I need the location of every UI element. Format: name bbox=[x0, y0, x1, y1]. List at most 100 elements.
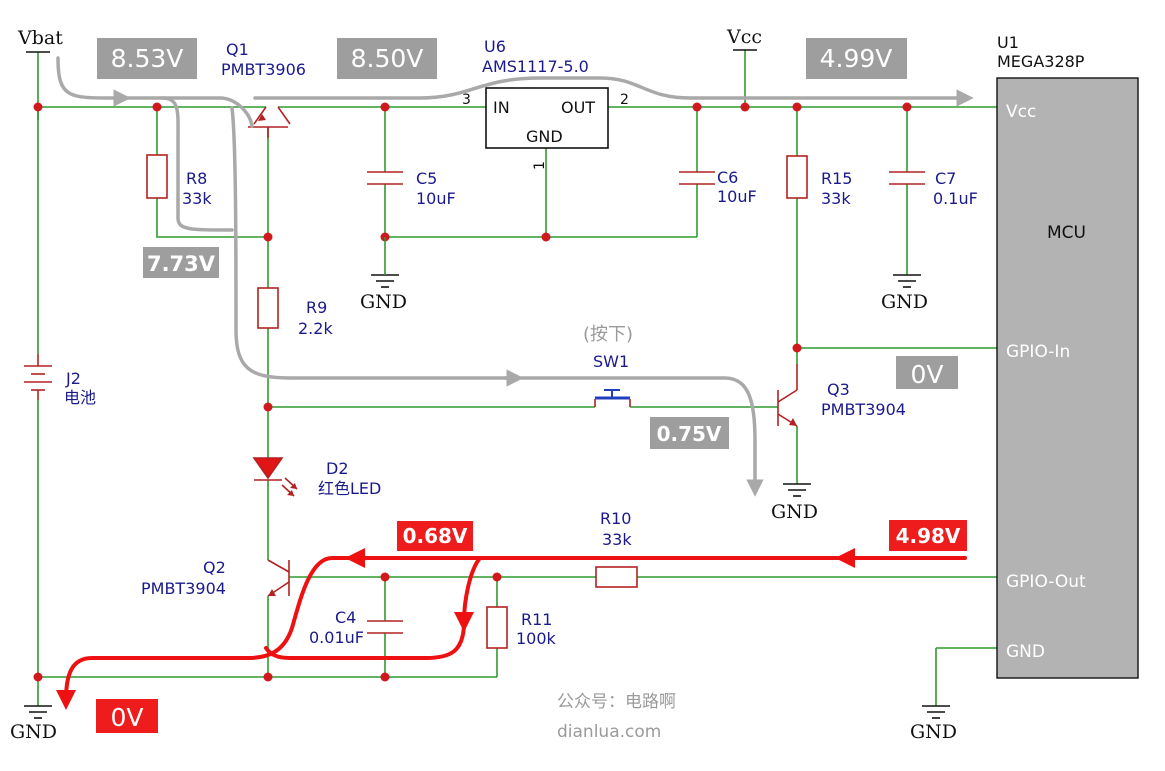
c5-value: 10uF bbox=[416, 189, 456, 208]
transistor-q1: Q1 PMBT3906 bbox=[221, 40, 306, 138]
u1-part: MEGA328P bbox=[997, 52, 1085, 71]
ground-symbol-c5: GND bbox=[360, 237, 407, 313]
capacitor-c7: C7 0.1uF bbox=[889, 169, 978, 208]
gnd-label: GND bbox=[910, 721, 957, 743]
u6-ref: U6 bbox=[484, 37, 506, 56]
resistor-r11: R11 100k bbox=[486, 606, 557, 649]
regulator-u6: IN OUT GND 3 2 1 U6 AMS1117-5.0 bbox=[462, 37, 629, 170]
r8-value: 33k bbox=[182, 189, 212, 208]
u1-ref: U1 bbox=[997, 33, 1019, 52]
resistor-r9: R9 2.2k bbox=[257, 287, 333, 338]
svg-text:8.53V: 8.53V bbox=[111, 44, 184, 73]
pin-gpio-out: GPIO-Out bbox=[1006, 572, 1086, 592]
u6-part: AMS1117-5.0 bbox=[482, 57, 589, 76]
j2-value: 电池 bbox=[64, 388, 96, 407]
c4-ref: C4 bbox=[335, 608, 356, 627]
q1-ref: Q1 bbox=[226, 40, 249, 59]
pin-vcc: Vcc bbox=[1006, 102, 1036, 122]
ground-symbol-left: GND bbox=[10, 705, 57, 743]
c4-value: 0.01uF bbox=[309, 628, 364, 647]
u6-pin-out: OUT bbox=[561, 98, 595, 117]
vbat-label: Vbat bbox=[17, 27, 63, 49]
r9-value: 2.2k bbox=[298, 319, 333, 338]
flow-arrows-red bbox=[56, 548, 967, 710]
capacitor-c6: C6 10uF bbox=[679, 168, 757, 206]
gnd-label: GND bbox=[10, 721, 57, 743]
j2-ref: J2 bbox=[65, 369, 81, 388]
mcu-label: MCU bbox=[1047, 223, 1086, 243]
voltage-badge-ground: 0V bbox=[96, 699, 158, 733]
svg-text:0.75V: 0.75V bbox=[657, 422, 722, 446]
c6-ref: C6 bbox=[717, 168, 738, 187]
q2-part: PMBT3904 bbox=[141, 579, 226, 598]
ground-symbol-mcu: GND bbox=[910, 705, 957, 743]
svg-text:0.68V: 0.68V bbox=[403, 524, 468, 548]
voltage-badge-q3-base: 0.75V bbox=[650, 417, 729, 449]
voltage-badge-gpio-in: 0V bbox=[896, 356, 958, 389]
transistor-q2: Q2 PMBT3904 bbox=[141, 558, 290, 598]
u6-pin-in: IN bbox=[493, 98, 510, 117]
c6-value: 10uF bbox=[717, 187, 757, 206]
voltage-badge-q1-base: 7.73V bbox=[143, 247, 219, 278]
c5-ref: C5 bbox=[416, 169, 437, 188]
pin-gpio-in: GPIO-In bbox=[1006, 342, 1070, 362]
r11-ref: R11 bbox=[521, 610, 552, 629]
vbat-rail: Vbat bbox=[17, 27, 63, 53]
u6-pin-gnd: GND bbox=[526, 127, 563, 146]
voltage-badge-vbat: 8.53V bbox=[97, 38, 197, 79]
c7-value: 0.1uF bbox=[933, 189, 978, 208]
ground-symbol-q3: GND bbox=[771, 483, 818, 523]
gnd-label: GND bbox=[881, 291, 928, 313]
watermark-site: dianlua.com bbox=[557, 722, 661, 742]
q2-ref: Q2 bbox=[203, 558, 226, 577]
u6-pin-out-num: 2 bbox=[620, 92, 629, 108]
sw1-ref: SW1 bbox=[593, 352, 629, 371]
d2-ref: D2 bbox=[326, 459, 349, 478]
transistor-q3: Q3 PMBT3904 bbox=[777, 364, 906, 427]
r10-ref: R10 bbox=[600, 509, 631, 528]
r9-ref: R9 bbox=[306, 298, 327, 317]
vcc-label: Vcc bbox=[726, 26, 762, 48]
resistor-r15: R15 33k bbox=[786, 155, 852, 208]
u6-pin-in-num: 3 bbox=[462, 92, 471, 108]
resistor-r8: R8 33k bbox=[146, 154, 212, 208]
svg-text:7.73V: 7.73V bbox=[147, 252, 216, 276]
d2-value: 红色LED bbox=[318, 479, 381, 498]
resistor-r10: R10 33k bbox=[595, 509, 638, 588]
gnd-label: GND bbox=[771, 501, 818, 523]
svg-text:0V: 0V bbox=[110, 703, 143, 732]
vcc-rail: Vcc bbox=[726, 26, 762, 51]
svg-text:8.50V: 8.50V bbox=[351, 44, 424, 73]
voltage-badge-reg-out: 4.99V bbox=[806, 38, 907, 79]
svg-text:4.99V: 4.99V bbox=[820, 44, 893, 73]
svg-text:4.98V: 4.98V bbox=[896, 524, 961, 548]
u6-pin-gnd-num: 1 bbox=[532, 161, 548, 170]
q1-part: PMBT3906 bbox=[221, 60, 306, 79]
q3-ref: Q3 bbox=[827, 380, 850, 399]
voltage-badge-gpio-out: 4.98V bbox=[889, 520, 967, 551]
r15-ref: R15 bbox=[821, 169, 852, 188]
svg-text:0V: 0V bbox=[910, 360, 943, 389]
r15-value: 33k bbox=[821, 189, 851, 208]
flow-arrows-gray bbox=[56, 56, 974, 497]
junction-dots bbox=[33, 102, 912, 682]
led-d2: D2 红色LED bbox=[252, 457, 381, 498]
sw1-state: (按下) bbox=[583, 324, 633, 345]
voltage-badge-reg-in: 8.50V bbox=[337, 38, 437, 79]
pin-gnd: GND bbox=[1006, 642, 1045, 662]
voltage-badge-q2-base[interactable]: 0.68V bbox=[397, 521, 473, 551]
watermark: 公众号：电路啊 dianlua.com bbox=[557, 692, 676, 742]
gnd-label: GND bbox=[360, 291, 407, 313]
capacitor-c4: C4 0.01uF bbox=[309, 608, 403, 647]
switch-sw1: SW1 (按下) bbox=[583, 324, 633, 407]
r11-value: 100k bbox=[516, 629, 557, 648]
watermark-account: 公众号：电路啊 bbox=[557, 692, 676, 712]
capacitor-c5: C5 10uF bbox=[367, 169, 456, 208]
q3-part: PMBT3904 bbox=[821, 400, 906, 419]
mcu-u1: U1 MEGA328P MCU Vcc GPIO-In GPIO-Out GND bbox=[996, 33, 1139, 679]
battery-j2: J2 电池 bbox=[24, 354, 96, 407]
c7-ref: C7 bbox=[935, 169, 956, 188]
ground-symbol-c7: GND bbox=[881, 274, 928, 313]
r8-ref: R8 bbox=[186, 169, 207, 188]
